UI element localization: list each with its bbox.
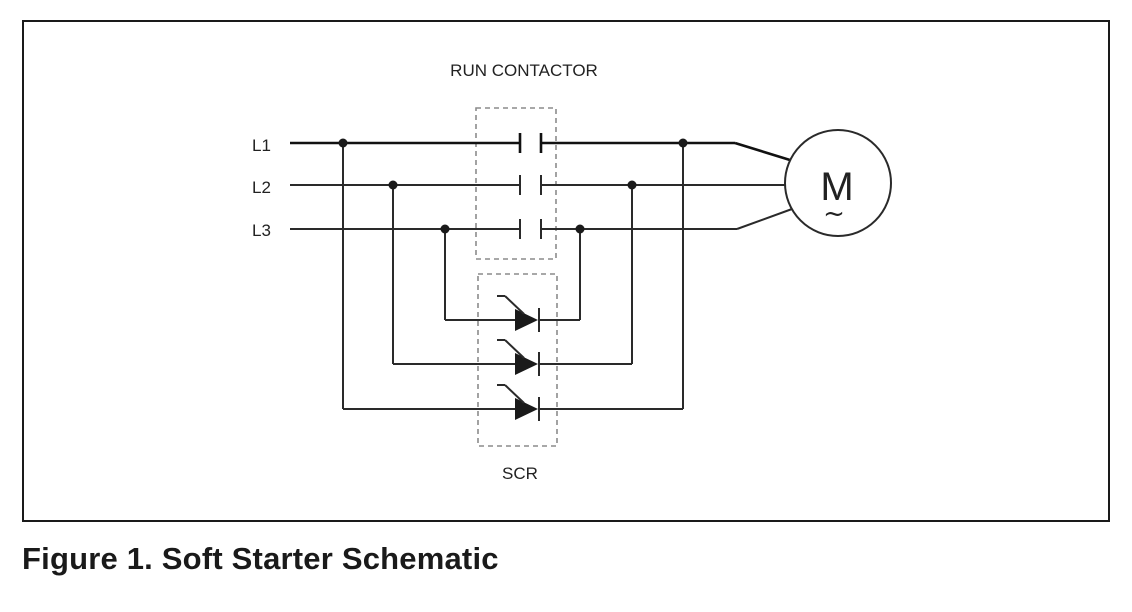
motor-ac-symbol: ~ [823, 199, 845, 229]
run-contactor-label: RUN CONTACTOR [450, 61, 598, 80]
contactor-contact-l3 [519, 219, 542, 239]
junction-node [388, 180, 398, 190]
scr-label: SCR [502, 464, 538, 483]
line-l3-label: L3 [252, 221, 271, 240]
scr-thyristor-1 [497, 295, 540, 332]
motor-symbol: M ~ [784, 129, 892, 237]
contactor-contact-l1 [518, 133, 543, 153]
line-l2-label: L2 [252, 178, 271, 197]
scr-thyristor-3 [497, 384, 540, 421]
scr-thyristor-2 [497, 339, 540, 376]
figure-caption: Figure 1. Soft Starter Schematic [22, 541, 499, 576]
run-contactor-box [475, 107, 557, 260]
scr-branch-l1 [342, 143, 684, 410]
scr-box [477, 273, 558, 447]
line-l1-wire [290, 141, 791, 162]
scr-branch-l3 [444, 229, 581, 321]
contactor-contact-l2 [519, 175, 542, 195]
junction-node [575, 224, 585, 234]
motor-label: M [820, 165, 853, 209]
soft-starter-schematic: RUN CONTACTOR L1 L2 L3 [252, 61, 892, 483]
junction-node [678, 138, 688, 148]
line-l3-wire [290, 208, 793, 230]
junction-node [338, 138, 348, 148]
figure-frame [22, 20, 1110, 522]
scr-branch-l2 [392, 185, 633, 365]
line-l1-label: L1 [252, 136, 271, 155]
junction-node [440, 224, 450, 234]
junction-node [627, 180, 637, 190]
